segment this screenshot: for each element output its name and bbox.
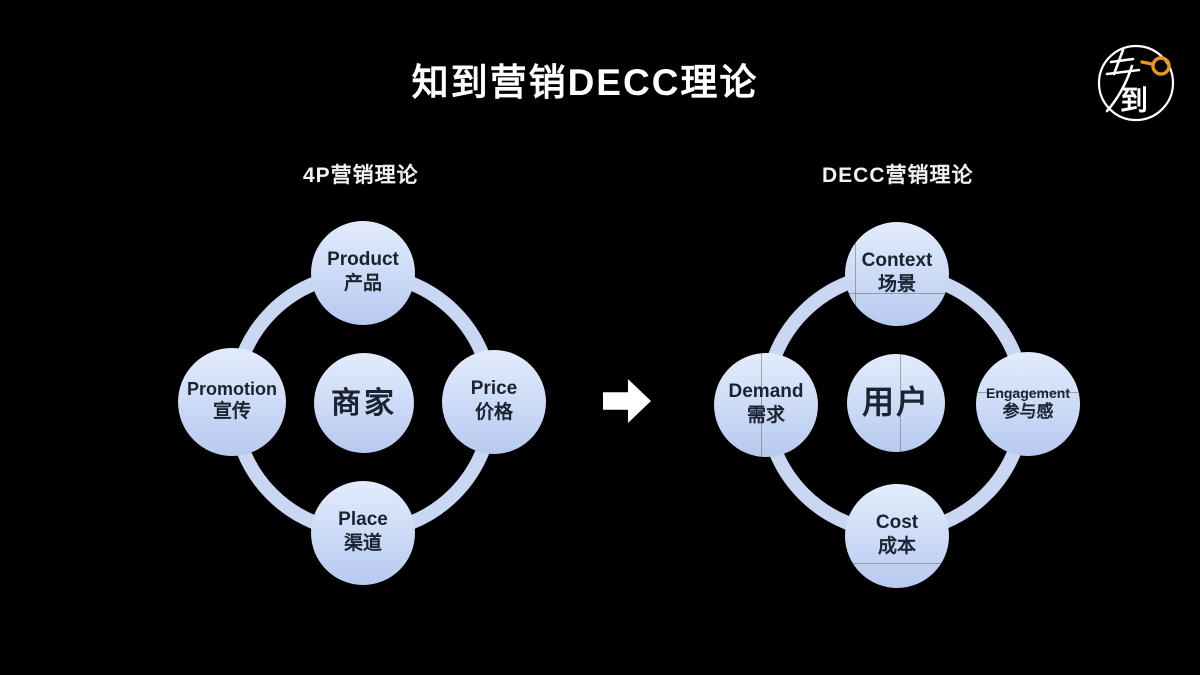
right-diagram-heading: DECC营销理论	[822, 164, 974, 187]
node-label-zh: 场景	[877, 274, 916, 296]
logo-zhi-strokes	[1105, 48, 1141, 113]
node-product: Product 产品	[311, 221, 415, 325]
node-label-zh: 成本	[877, 536, 916, 558]
gridline-artifact	[855, 222, 857, 326]
node-label-zh: 宣传	[212, 401, 251, 423]
node-label-zh: 产品	[343, 273, 382, 295]
node-place: Place 渠道	[311, 481, 415, 585]
node-label-en: Promotion	[187, 378, 277, 399]
node-user-center: 用户	[847, 354, 945, 452]
gridline-artifact	[845, 292, 949, 294]
node-cost: Cost 成本	[845, 484, 949, 588]
gridline-artifact	[976, 391, 1080, 393]
gridline-artifact	[760, 353, 762, 457]
node-label-en: Demand	[728, 381, 804, 403]
node-label-en: Place	[338, 509, 388, 531]
logo-dao-glyph: 到	[1120, 85, 1148, 116]
node-price: Price 价格	[442, 350, 546, 454]
node-label-en: Price	[470, 378, 518, 400]
node-label-en: Context	[861, 250, 933, 272]
gridline-artifact	[899, 354, 901, 452]
page-title: 知到营销DECC理论	[411, 62, 759, 103]
node-label-en: Cost	[875, 512, 919, 534]
node-promotion: Promotion 宣传	[178, 348, 286, 456]
node-label-zh: 价格	[474, 402, 513, 424]
right-arrow-icon	[603, 379, 651, 423]
node-demand: Demand 需求	[714, 353, 818, 457]
left-diagram-heading: 4P营销理论	[303, 164, 419, 187]
node-merchant-center: 商家	[314, 353, 414, 453]
logo-circle	[1097, 44, 1175, 122]
zhidao-logo: 到	[1097, 44, 1175, 122]
node-label-zh: 参与感	[1002, 402, 1054, 422]
node-context: Context 场景	[845, 222, 949, 326]
node-label-zh: 用户	[861, 384, 930, 421]
node-label-en: Product	[327, 249, 399, 271]
node-label-zh: 商家	[331, 386, 397, 420]
logo-accent-ring	[1140, 56, 1171, 76]
node-label-zh: 渠道	[343, 533, 382, 555]
node-label-zh: 需求	[746, 405, 785, 427]
node-label-en: Engagement	[985, 384, 1070, 401]
gridline-artifact	[845, 563, 949, 565]
node-engagement: Engagement 参与感	[976, 352, 1080, 456]
